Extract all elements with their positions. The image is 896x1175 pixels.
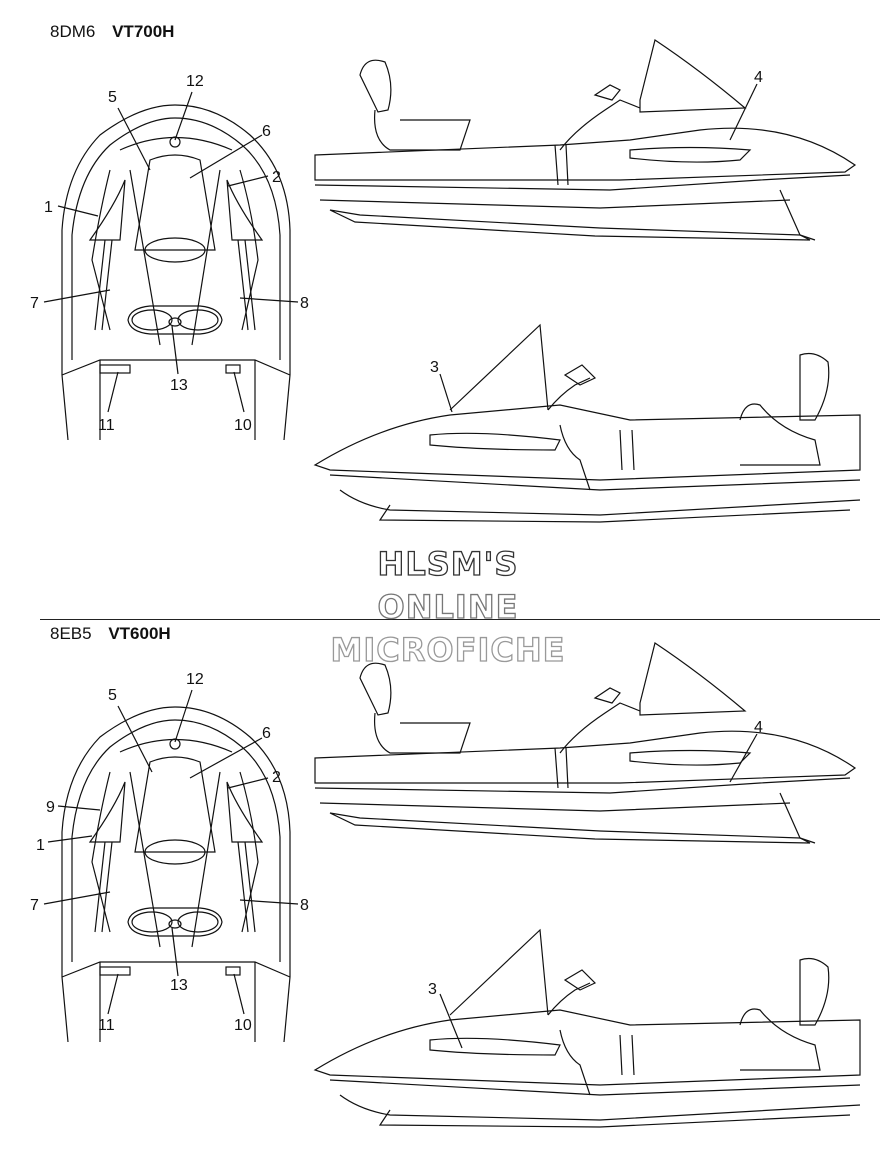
callout-3: 3 [428,981,437,998]
callout-13: 13 [170,377,188,394]
watermark-line-1: HLSM'S [377,544,519,583]
model-code: 8DM6 [50,22,96,41]
leader-lines-upper [43,83,758,413]
callout-10: 10 [234,417,252,434]
model-code: 8EB5 [50,624,92,643]
callout-10: 10 [234,1017,252,1034]
callout-11: 11 [98,417,115,434]
side-view-left-8EB5 [314,929,861,1128]
side-view-right-8DM6 [314,39,856,241]
model-name: VT600H [108,624,171,643]
model-label-2: 8EB5 VT600H [50,624,171,644]
callout-2: 2 [272,169,281,186]
callout-5: 5 [108,687,117,704]
callout-8: 8 [300,897,309,914]
callout-4: 4 [754,69,763,86]
callout-7: 7 [30,295,39,312]
callout-3: 3 [430,359,439,376]
model-label-1: 8DM6 VT700H [50,22,174,42]
callout-12: 12 [186,671,204,688]
side-view-right-8EB5 [314,642,856,844]
callout-7: 7 [30,897,39,914]
section-divider [40,619,880,620]
model-name: VT700H [112,22,175,41]
callout-6: 6 [262,725,271,742]
side-view-left-8DM6 [314,324,861,523]
callout-6: 6 [262,123,271,140]
watermark-line-3: MICROFICHE [330,630,566,669]
callout-12: 12 [186,73,204,90]
callout-1: 1 [44,199,53,216]
callout-1: 1 [36,837,45,854]
callout-11: 11 [98,1017,115,1034]
callout-5: 5 [108,89,117,106]
callout-13: 13 [170,977,188,994]
callout-9: 9 [46,799,55,816]
callout-4: 4 [754,719,763,736]
callout-8: 8 [300,295,309,312]
watermark-line-2: ONLINE [377,587,519,626]
leader-lines-lower [43,689,758,1049]
callout-2: 2 [272,769,281,786]
